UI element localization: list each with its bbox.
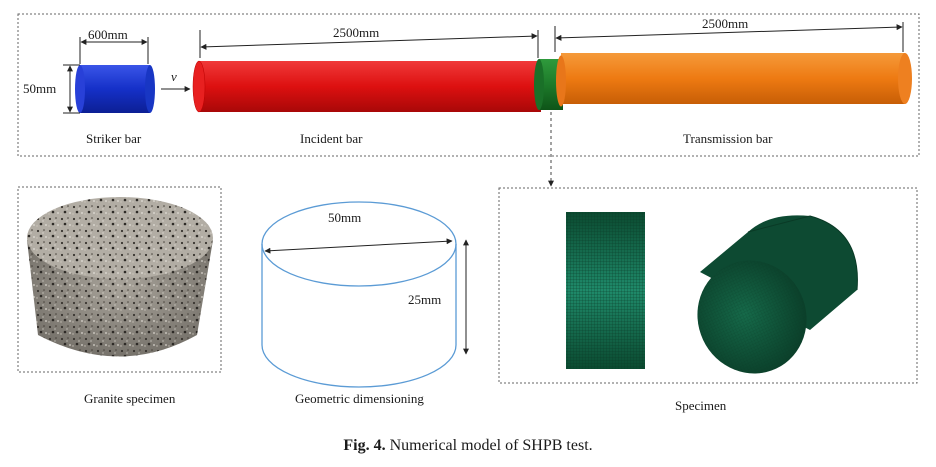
transmission-length-label: 2500mm xyxy=(702,16,749,31)
granite-specimen-photo xyxy=(27,197,213,357)
striker-length-label: 600mm xyxy=(88,27,128,42)
incident-bar xyxy=(192,60,541,113)
striker-bar xyxy=(75,65,155,113)
mesh-side-view xyxy=(566,212,645,369)
mesh-3d-view xyxy=(697,215,858,374)
specimen-diameter-arrow xyxy=(264,238,453,254)
geometric-dimensioning-label: Geometric dimensioning xyxy=(295,391,424,406)
transmission-bar xyxy=(556,53,912,107)
incident-length-label: 2500mm xyxy=(333,25,380,40)
incident-length-arrow xyxy=(200,33,538,50)
geometric-cylinder xyxy=(261,201,457,388)
figure-caption-text: Numerical model of SHPB test. xyxy=(389,437,593,454)
specimen-frame xyxy=(498,187,918,384)
diameter-label: 50mm xyxy=(23,81,57,96)
specimen-diameter-label: 50mm xyxy=(328,210,362,225)
figure-number: Fig. 4. xyxy=(343,437,386,454)
specimen-height-label: 25mm xyxy=(408,292,442,307)
transmission-length-arrow xyxy=(555,24,903,41)
granite-frame xyxy=(17,186,222,373)
transmission-bar-label: Transmission bar xyxy=(683,131,773,146)
specimen-label: Specimen xyxy=(675,398,727,413)
top-panel-frame xyxy=(17,13,920,157)
striker-bar-label: Striker bar xyxy=(86,131,142,146)
figure-caption: Fig. 4. Numerical model of SHPB test. xyxy=(0,437,936,455)
granite-specimen-label: Granite specimen xyxy=(84,391,176,406)
incident-bar-label: Incident bar xyxy=(300,131,363,146)
velocity-label: v xyxy=(171,69,177,84)
